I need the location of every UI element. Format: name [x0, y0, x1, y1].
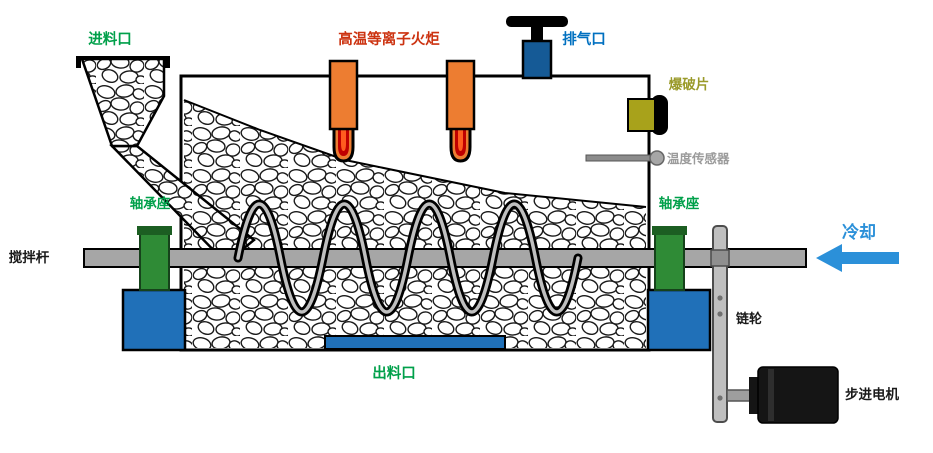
label-temperature-sensor: 温度传感器 — [667, 151, 730, 166]
feed-funnel — [80, 57, 166, 148]
torch-body — [328, 59, 359, 131]
motor-body — [757, 366, 839, 424]
discharge-outlet — [324, 335, 506, 350]
exhaust-stack — [506, 16, 568, 80]
flame-core — [341, 126, 346, 151]
temperature-sensor — [585, 150, 665, 166]
exhaust-pipe — [521, 39, 553, 80]
sprocket-hole — [717, 311, 723, 317]
exhaust-valve-stem — [531, 26, 543, 42]
motor-ridge — [768, 369, 774, 421]
rupture-disc — [627, 95, 668, 135]
bearing-cap — [652, 226, 687, 235]
cooling-arrow — [816, 244, 899, 272]
stepper-motor-assembly — [726, 366, 839, 424]
sprocket-hole — [717, 295, 723, 301]
flange-tick-right — [165, 58, 170, 68]
bearing-seat-left-block — [137, 226, 172, 291]
sensor-head — [649, 150, 665, 166]
plasma-torch-left — [328, 59, 359, 163]
label-plasma-torch: 高温等离子火炬 — [338, 30, 440, 48]
torch-body — [445, 59, 476, 131]
label-sprocket: 链轮 — [735, 311, 762, 327]
label-discharge-outlet: 出料口 — [372, 364, 416, 382]
sprocket-wheel — [710, 225, 730, 423]
flange-tick-left — [76, 58, 81, 68]
bearing-body — [139, 230, 170, 291]
label-bearing-seat-right: 轴承座 — [659, 195, 700, 212]
sprocket-hole — [717, 395, 723, 401]
exhaust-valve-handle — [506, 16, 568, 27]
support-base-left — [121, 288, 187, 352]
label-feed-inlet: 进料口 — [88, 30, 132, 48]
rupture-disc-body — [627, 98, 656, 132]
support-base-right — [646, 288, 712, 352]
bearing-seat-right-block — [652, 226, 687, 291]
bearing-cap — [137, 226, 172, 235]
bearing-body — [654, 230, 685, 291]
motor-cap — [749, 377, 760, 414]
screw-flight-core — [236, 202, 580, 314]
feed-hopper — [76, 56, 256, 265]
label-exhaust-port: 排气口 — [562, 30, 606, 48]
sprocket-bar — [712, 225, 728, 423]
label-cooling: 冷却 — [842, 222, 876, 243]
plasma-torches — [328, 59, 476, 163]
label-rupture-disc: 爆破片 — [669, 76, 710, 93]
label-stirring-rod: 搅拌杆 — [9, 249, 50, 266]
sprocket-hub — [710, 249, 730, 267]
label-bearing-seat-left: 轴承座 — [130, 195, 171, 212]
motor-shaft — [726, 389, 752, 402]
label-stepper-motor: 步进电机 — [845, 386, 899, 403]
sensor-probe — [585, 154, 651, 162]
plasma-torch-right — [445, 59, 476, 163]
flame-core — [458, 126, 463, 151]
